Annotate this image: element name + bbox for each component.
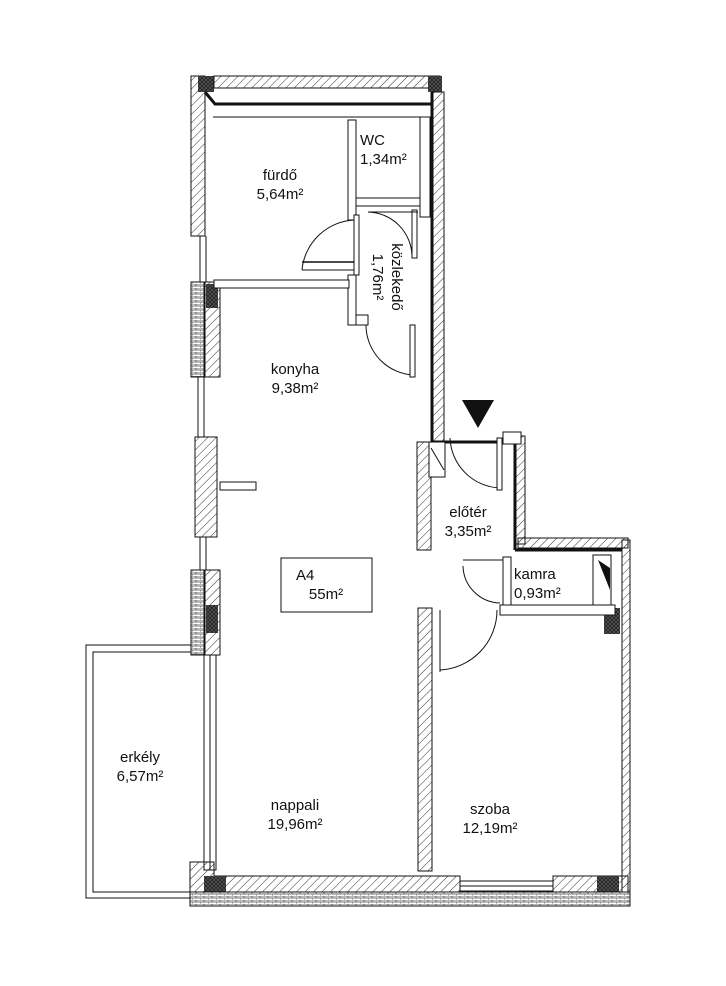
room-label-eloter: előtér 3,35m²: [428, 503, 508, 541]
room-label-furdo: fürdő 5,64m²: [240, 166, 320, 204]
room-label-szoba: szoba 12,19m²: [440, 800, 540, 838]
entrance-arrow-icon: [462, 400, 494, 428]
room-name: előtér: [449, 504, 487, 521]
bottom-exterior-wall: [189, 875, 631, 907]
room-label-konyha: konyha 9,38m²: [250, 360, 340, 398]
unit-label-box: [280, 557, 373, 613]
top-exterior-wall: [203, 75, 442, 118]
room-area: 19,96m²: [267, 816, 323, 833]
room-area: 5,64m²: [256, 186, 304, 203]
wet-room-partitions: [213, 116, 431, 378]
room-name: közlekedő: [388, 243, 405, 311]
room-area: 1,76m²: [369, 253, 386, 301]
room-label-wc: WC 1,34m²: [360, 131, 422, 169]
room-name: WC: [360, 132, 385, 149]
room-area: 12,19m²: [462, 820, 518, 837]
bedroom-partition: [417, 607, 498, 872]
room-name: nappali: [270, 797, 320, 814]
room-area: 0,93m²: [514, 585, 561, 602]
room-label-erkely: erkély 6,57m²: [100, 748, 180, 786]
balcony-outline: [85, 644, 191, 899]
unit-area: 55m²: [308, 586, 344, 603]
unit-label: A4 55m²: [286, 566, 366, 604]
room-area: 6,57m²: [116, 768, 164, 785]
room-name: erkély: [119, 749, 160, 766]
room-name: szoba: [469, 801, 511, 818]
corridor-right-wall: [430, 91, 631, 897]
room-name: fürdő: [262, 167, 298, 184]
room-area: 1,34m²: [360, 151, 407, 168]
kitchen-counter: [219, 481, 257, 491]
hall-partitions: [416, 431, 522, 551]
kamra-partitions: [462, 554, 616, 616]
unit-name: A4: [296, 567, 315, 584]
room-area: 3,35m²: [444, 523, 492, 540]
room-area: 9,38m²: [271, 380, 319, 397]
room-label-nappali: nappali 19,96m²: [245, 796, 345, 834]
room-name: konyha: [270, 361, 320, 378]
room-label-kozlekedo: közlekedő 1,76m²: [368, 232, 406, 322]
room-label-kamra: kamra 0,93m²: [514, 565, 592, 603]
room-name: kamra: [514, 566, 556, 583]
left-exterior-wall: [189, 75, 221, 895]
